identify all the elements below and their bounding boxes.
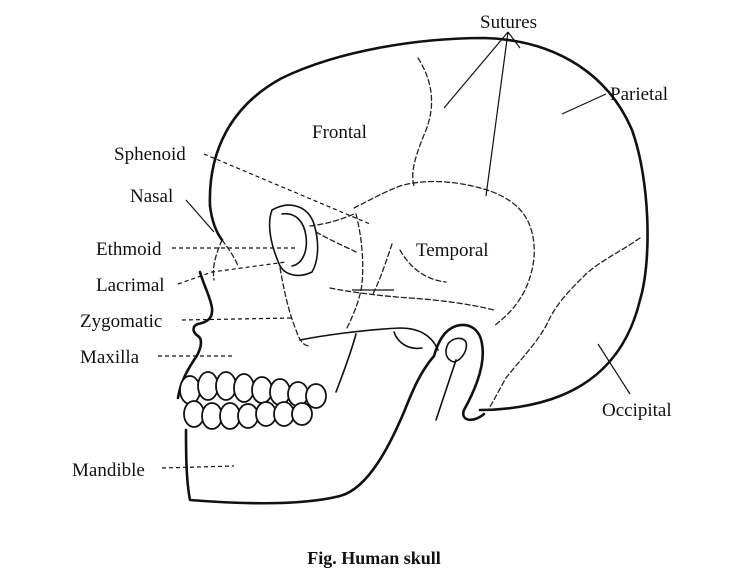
- label-sutures: Sutures: [480, 12, 537, 33]
- label-zygomatic: Zygomatic: [80, 311, 162, 332]
- skull-outline: [176, 36, 649, 505]
- teeth: [179, 371, 327, 430]
- label-lacrimal: Lacrimal: [96, 275, 165, 296]
- label-frontal: Frontal: [312, 122, 367, 143]
- label-mandible: Mandible: [72, 460, 145, 481]
- label-sphenoid: Sphenoid: [114, 144, 186, 165]
- orbit: [268, 204, 319, 277]
- labels: Sutures Parietal Frontal Sphenoid Nasal …: [72, 12, 672, 481]
- label-temporal: Temporal: [416, 240, 489, 261]
- sutures-lines: [212, 57, 641, 411]
- figure-caption: Fig. Human skull: [307, 548, 441, 568]
- label-occipital: Occipital: [602, 400, 672, 421]
- label-nasal: Nasal: [130, 186, 173, 207]
- label-ethmoid: Ethmoid: [96, 239, 162, 260]
- leader-lines: [158, 31, 631, 469]
- label-parietal: Parietal: [610, 84, 668, 105]
- label-maxilla: Maxilla: [80, 347, 140, 368]
